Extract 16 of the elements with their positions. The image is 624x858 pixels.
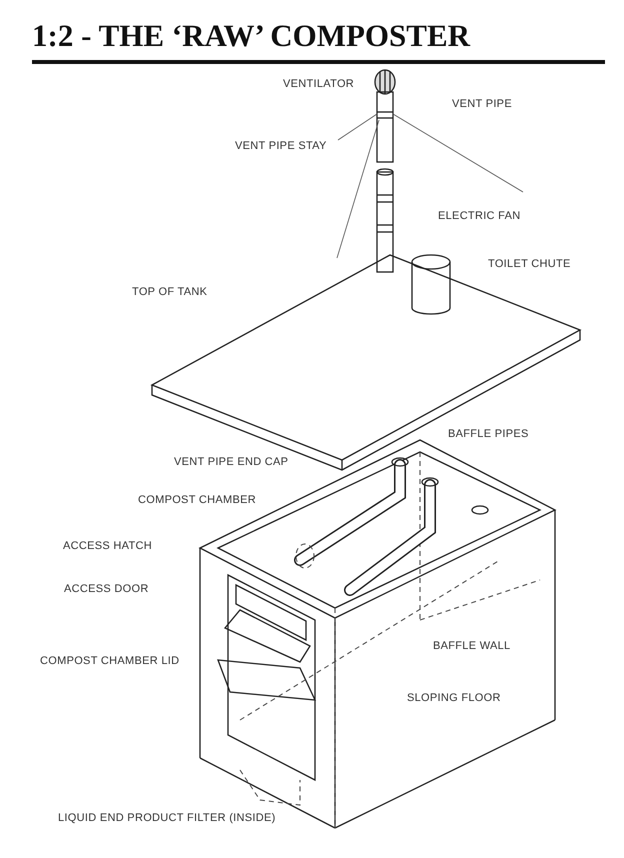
- part-label: TOILET CHUTE: [488, 258, 571, 270]
- part-label: COMPOST CHAMBER LID: [40, 655, 180, 667]
- part-label: VENT PIPE: [452, 98, 512, 110]
- part-label: BAFFLE WALL: [433, 640, 510, 652]
- part-label: SLOPING FLOOR: [407, 692, 501, 704]
- part-label: ACCESS HATCH: [63, 540, 152, 552]
- part-label: VENT PIPE END CAP: [174, 456, 288, 468]
- part-label: VENT PIPE STAY: [235, 140, 327, 152]
- part-label: BAFFLE PIPES: [448, 428, 529, 440]
- part-label: TOP OF TANK: [132, 286, 208, 298]
- part-label: ACCESS DOOR: [64, 583, 149, 595]
- part-label: LIQUID END PRODUCT FILTER (INSIDE): [58, 812, 276, 824]
- part-label: COMPOST CHAMBER: [138, 494, 256, 506]
- part-label: ELECTRIC FAN: [438, 210, 520, 222]
- part-label: VENTILATOR: [283, 78, 354, 90]
- diagram-title: 1:2 - THE ‘RAW’ COMPOSTER: [32, 18, 470, 54]
